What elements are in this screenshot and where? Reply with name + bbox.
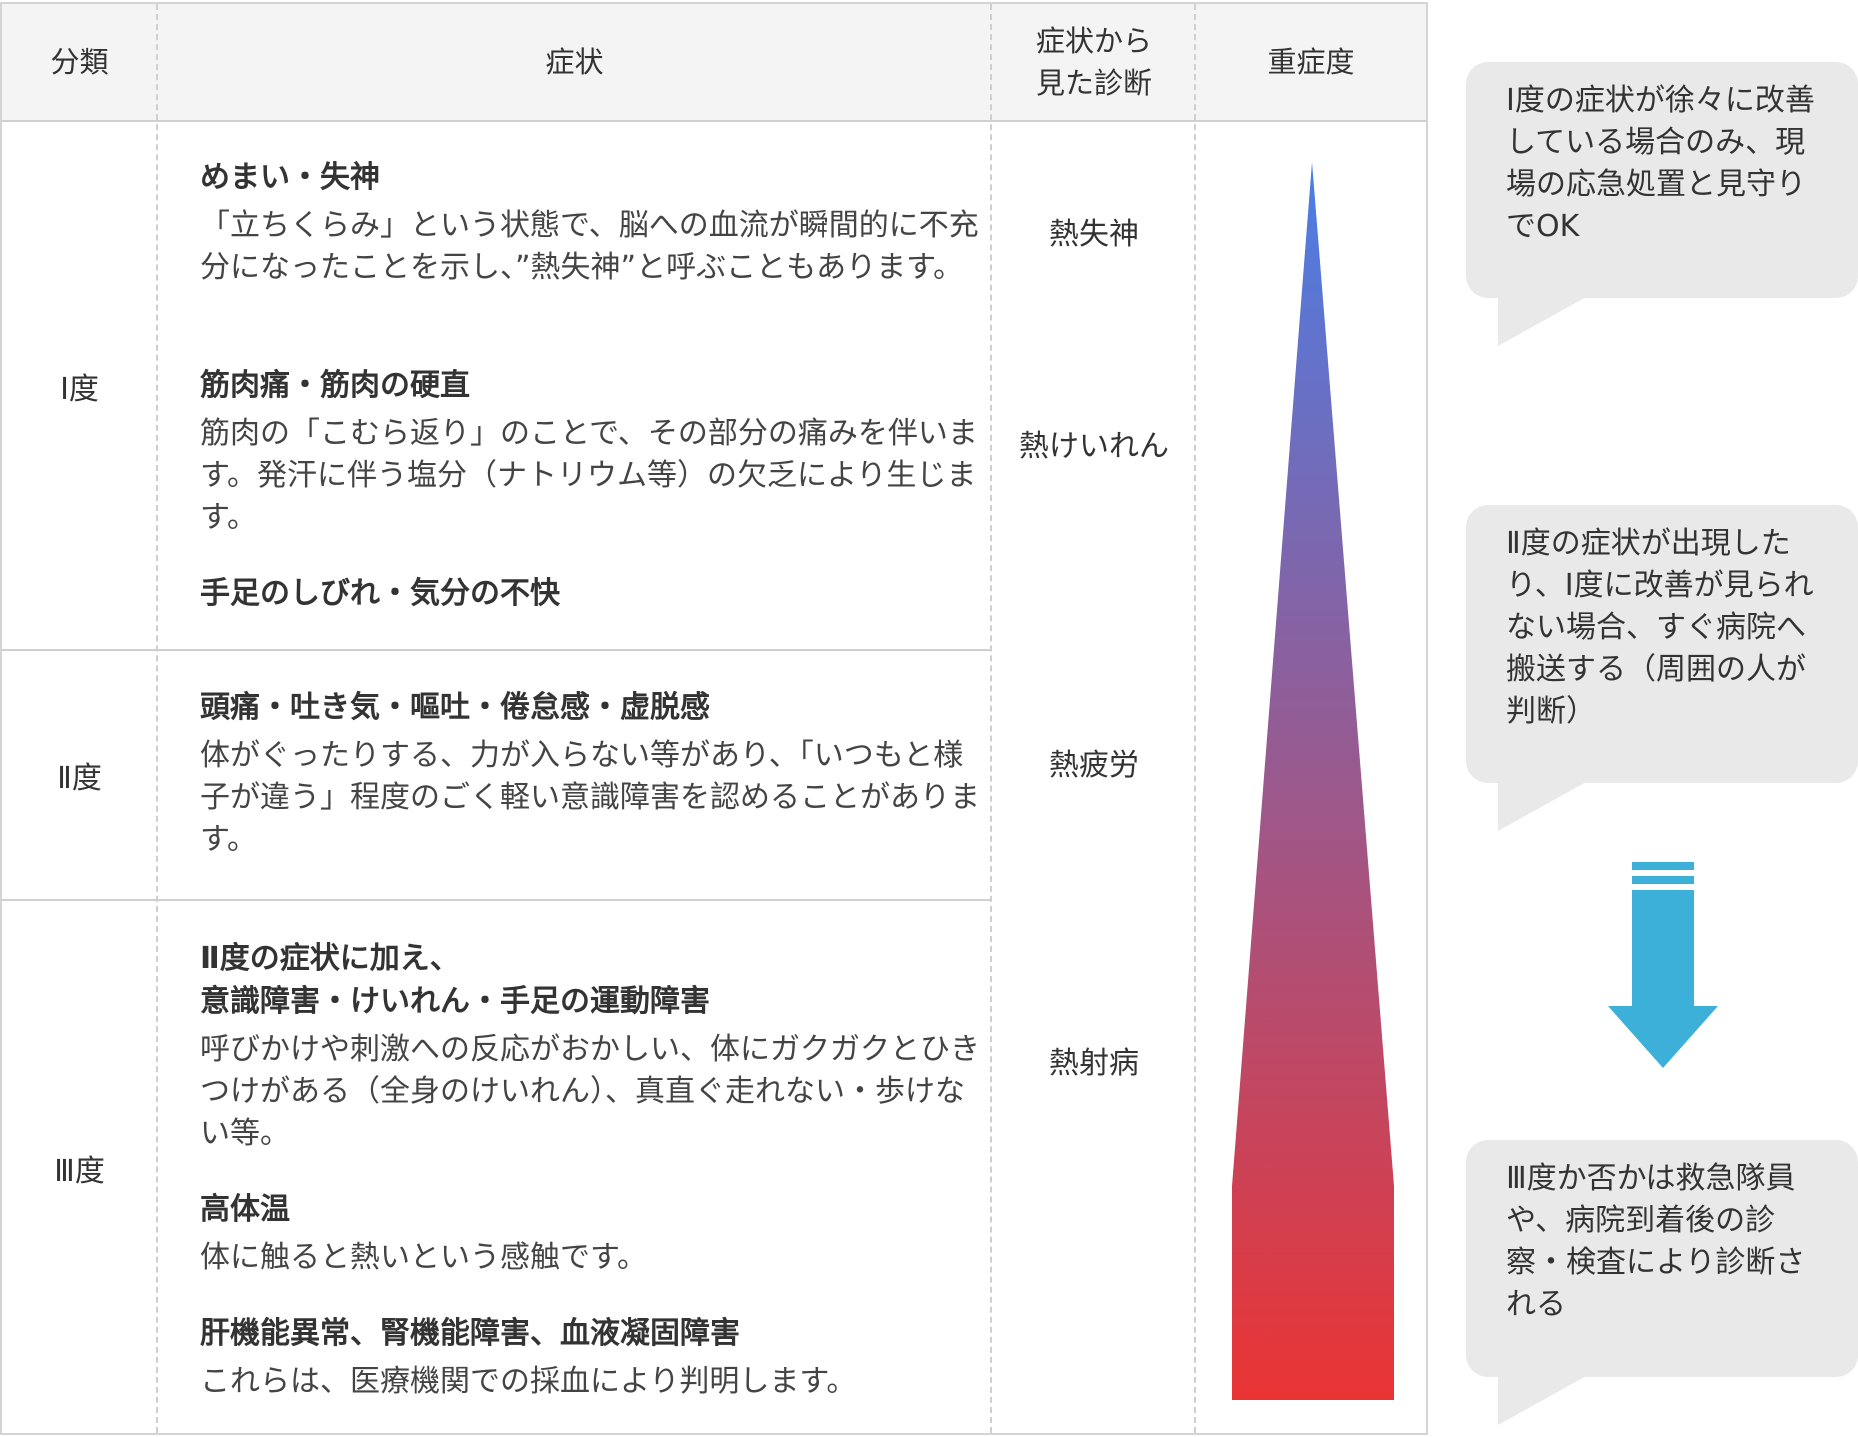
grade-3-symptom-3: 肝機能異常、腎機能障害、血液凝固障害 これらは、医療機関での採血により判明します… xyxy=(200,1312,980,1403)
bubble-grade-3-note: Ⅲ度か否かは救急隊員や、病院到着後の診察・検査により診断される xyxy=(1466,1140,1858,1425)
symptom-title-line1: Ⅱ度の症状に加え、 xyxy=(200,941,460,976)
header-classification: 分類 xyxy=(50,45,109,79)
header-diagnosis-line2: 見た診断 xyxy=(1035,66,1152,100)
symptom-description: 体に触ると熱いという感触です。 xyxy=(200,1240,647,1275)
grade-1-symptom-3: 手足のしびれ・気分の不快 xyxy=(200,572,980,615)
grade-3-label: Ⅲ度 xyxy=(54,1154,105,1189)
grade-1-symptom-1: めまい・失神 「立ちくらみ」という状態で、脳への血流が瞬間的に不充分になったこと… xyxy=(200,156,980,289)
column-divider xyxy=(156,4,158,1433)
symptom-title-line2: 意識障害・けいれん・手足の運動障害 xyxy=(200,984,710,1019)
down-arrow-icon xyxy=(1608,862,1718,1068)
header-symptoms: 症状 xyxy=(545,45,604,79)
heatstroke-severity-table: 分類 症状 症状から 見た診断 重症度 Ⅰ度 めまい・失神 「立ちくらみ」という… xyxy=(0,2,1428,1435)
symptom-title: 頭痛・吐き気・嘔吐・倦怠感・虚脱感 xyxy=(200,690,710,725)
row-divider xyxy=(2,649,990,651)
bubble-text: Ⅰ度の症状が徐々に改善している場合のみ、現場の応急処置と見守りでOK xyxy=(1506,83,1815,244)
symptom-title: 筋肉痛・筋肉の硬直 xyxy=(200,368,470,403)
header-severity: 重症度 xyxy=(1267,45,1355,79)
bubble-tail xyxy=(1498,296,1588,346)
symptom-title: 肝機能異常、腎機能障害、血液凝固障害 xyxy=(200,1316,740,1351)
grade-1-label: Ⅰ度 xyxy=(60,371,99,407)
row-divider xyxy=(2,899,990,901)
diagnosis-heat-syncope: 熱失神 xyxy=(1049,217,1139,252)
header-diagnosis-line1: 症状から xyxy=(1035,24,1152,58)
symptom-title: Ⅱ度の症状に加え、 意識障害・けいれん・手足の運動障害 xyxy=(200,937,980,1023)
symptom-description: 「立ちくらみ」という状態で、脳への血流が瞬間的に不充分になったことを示し、”熱失… xyxy=(200,208,979,285)
bubble-text: Ⅲ度か否かは救急隊員や、病院到着後の診察・検査により診断される xyxy=(1506,1161,1806,1322)
grade-2-symptom-1: 頭痛・吐き気・嘔吐・倦怠感・虚脱感 体がぐったりする、力が入らない等があり、「い… xyxy=(200,686,980,861)
bubble-text: Ⅱ度の症状が出現したり、Ⅰ度に改善が見られない場合、すぐ病院へ搬送する（周囲の人… xyxy=(1506,526,1814,729)
table-header: 分類 症状 症状から 見た診断 重症度 xyxy=(2,4,1426,122)
column-divider xyxy=(990,4,992,1433)
header-diagnosis: 症状から 見た診断 xyxy=(992,4,1196,120)
diagnosis-heat-stroke: 熱射病 xyxy=(1049,1046,1139,1081)
symptom-description: 筋肉の「こむら返り」のことで、その部分の痛みを伴います。発汗に伴う塩分（ナトリウ… xyxy=(200,416,978,535)
bubble-grade-1-note: Ⅰ度の症状が徐々に改善している場合のみ、現場の応急処置と見守りでOK xyxy=(1466,62,1858,346)
diagnosis-heat-cramps: 熱けいれん xyxy=(1019,429,1169,464)
grade-1-symptom-2: 筋肉痛・筋肉の硬直 筋肉の「こむら返り」のことで、その部分の痛みを伴います。発汗… xyxy=(200,364,980,539)
severity-gradient-shape xyxy=(1232,162,1394,1400)
grade-3-symptom-2: 高体温 体に触ると熱いという感触です。 xyxy=(200,1188,980,1279)
bubble-tail xyxy=(1498,781,1588,831)
column-divider xyxy=(1194,4,1196,1433)
grade-2-label: Ⅱ度 xyxy=(57,761,102,796)
symptom-title: めまい・失神 xyxy=(200,160,380,195)
symptom-description: これらは、医療機関での採血により判明します。 xyxy=(200,1364,857,1399)
bubble-tail xyxy=(1498,1375,1588,1425)
symptom-title: 高体温 xyxy=(200,1192,290,1227)
severity-wedge xyxy=(1232,162,1394,1400)
symptom-description: 体がぐったりする、力が入らない等があり、「いつもと様子が違う」程度のごく軽い意識… xyxy=(200,738,980,857)
symptom-title: 手足のしびれ・気分の不快 xyxy=(200,576,560,611)
diagnosis-heat-exhaustion: 熱疲労 xyxy=(1049,748,1139,783)
symptom-description: 呼びかけや刺激への反応がおかしい、体にガクガクとひきつけがある（全身のけいれん）… xyxy=(200,1032,980,1151)
bubble-grade-2-note: Ⅱ度の症状が出現したり、Ⅰ度に改善が見られない場合、すぐ病院へ搬送する（周囲の人… xyxy=(1466,505,1858,831)
grade-3-symptom-1: Ⅱ度の症状に加え、 意識障害・けいれん・手足の運動障害 呼びかけや刺激への反応が… xyxy=(200,937,980,1155)
